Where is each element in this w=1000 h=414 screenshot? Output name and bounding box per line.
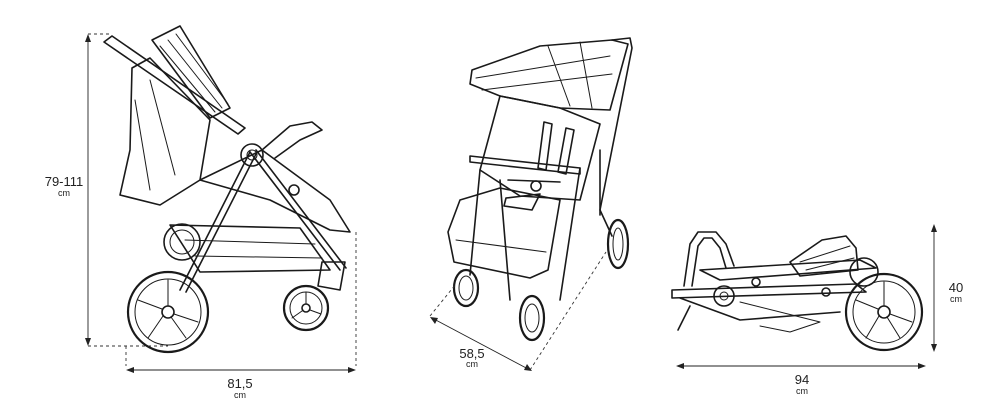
folded-height-dimension: 40 cm [931, 224, 963, 352]
stroller-side-view [103, 25, 351, 354]
width-left-guide [429, 283, 457, 317]
folded-height-value: 40 [949, 280, 963, 295]
front-wheel [282, 284, 330, 332]
stroller-front-view [447, 37, 633, 342]
height-value: 79-111 [45, 174, 84, 189]
folded-length-dimension: 94 cm [676, 363, 926, 396]
folded-length-value: 94 [795, 372, 809, 387]
height-dimension: 79-111 cm [45, 34, 91, 346]
height-unit: cm [58, 188, 70, 198]
front-view-rear-wheel [606, 218, 630, 270]
width-value: 58,5 [459, 346, 484, 361]
folded-height-unit: cm [950, 294, 962, 304]
length-unit: cm [234, 390, 246, 400]
stroller-folded-view [671, 231, 924, 352]
folded-wheel [844, 272, 924, 352]
length-dimension: 81,5 cm [126, 367, 356, 400]
folded-length-unit: cm [796, 386, 808, 396]
width-unit: cm [466, 359, 478, 369]
width-right-guide [529, 251, 607, 371]
length-value: 81,5 [227, 376, 252, 391]
front-view-front-wheels [452, 268, 546, 342]
rear-wheel [126, 270, 210, 354]
width-dimension: 58,5 cm [430, 317, 532, 371]
